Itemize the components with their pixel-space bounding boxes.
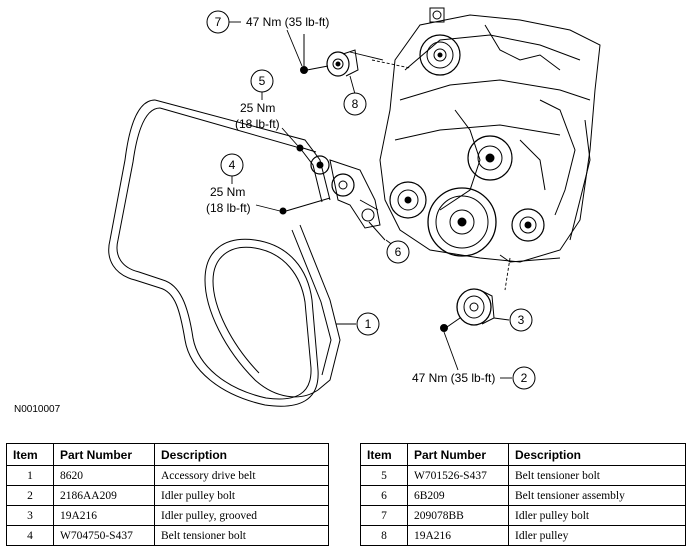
callout-5-torque-lbft: (18 lb-ft) — [235, 117, 280, 131]
engine-pulleys — [389, 135, 545, 257]
row-part-number: 19A216 — [407, 525, 509, 546]
alternator — [419, 34, 461, 76]
idler-pulley-upper — [326, 49, 359, 77]
callout-7-number: 7 — [215, 15, 222, 29]
callout-1-number: 1 — [365, 317, 372, 331]
row-part-number: 8620 — [53, 465, 155, 486]
parts-table-right: Item Part Number Description 5 W701526-S… — [360, 443, 686, 546]
tensioner-bolt-5 — [296, 144, 317, 153]
callout-2-torque: 47 Nm (35 lb-ft) — [412, 371, 495, 385]
idler-pulley-bolt-lower — [440, 317, 461, 332]
parts-table-left: Item Part Number Description 1 8620 Acce… — [6, 443, 329, 546]
callout-6-number: 6 — [395, 245, 402, 259]
row-item: 5 — [360, 465, 408, 486]
row-description: Idler pulley bolt — [508, 505, 686, 526]
row-item: 7 — [360, 505, 408, 526]
callout-4-number: 4 — [229, 158, 236, 172]
callout-8-number: 8 — [352, 97, 359, 111]
callout-3: 3 — [509, 308, 533, 332]
callout-1: 1 — [356, 312, 380, 336]
row-item: 2 — [6, 485, 54, 506]
header-item: Item — [360, 443, 408, 466]
callout-5-number: 5 — [259, 74, 266, 88]
row-description: Belt tensioner bolt — [508, 465, 686, 486]
table-row: 8 19A216 Idler pulley — [360, 525, 686, 546]
row-part-number: 19A216 — [53, 505, 155, 526]
table-row: 1 8620 Accessory drive belt — [6, 465, 329, 486]
callout-2: 2 47 Nm (35 lb-ft) — [412, 366, 536, 390]
header-item: Item — [6, 443, 54, 466]
table-row: 4 W704750-S437 Belt tensioner bolt — [6, 525, 329, 546]
row-description: Accessory drive belt — [154, 465, 329, 486]
callout-4: 4 25 Nm (18 lb-ft) — [206, 153, 251, 215]
table-header-row: Item Part Number Description — [6, 443, 329, 466]
callout-4-torque-nm: 25 Nm — [210, 185, 245, 199]
row-item: 3 — [6, 505, 54, 526]
row-part-number: 6B209 — [407, 485, 509, 506]
row-description: Idler pulley — [508, 525, 686, 546]
table-row: 5 W701526-S437 Belt tensioner bolt — [360, 465, 686, 486]
row-part-number: 209078BB — [407, 505, 509, 526]
callout-8: 8 — [343, 92, 367, 116]
header-description: Description — [508, 443, 686, 466]
row-description: Belt tensioner bolt — [154, 525, 329, 546]
engine-illustration — [379, 7, 601, 263]
header-part-number: Part Number — [407, 443, 509, 466]
row-description: Idler pulley bolt — [154, 485, 329, 506]
callout-4-torque-lbft: (18 lb-ft) — [206, 201, 251, 215]
table-row: 7 209078BB Idler pulley bolt — [360, 505, 686, 526]
idler-pulley-grooved — [456, 288, 495, 326]
accessory-drive-belt — [108, 99, 341, 407]
figure-id: N0010007 — [14, 404, 61, 415]
row-part-number: 2186AA209 — [53, 485, 155, 506]
row-description: Idler pulley, grooved — [154, 505, 329, 526]
row-part-number: W704750-S437 — [53, 525, 155, 546]
callout-5: 5 25 Nm (18 lb-ft) — [235, 69, 280, 131]
row-part-number: W701526-S437 — [407, 465, 509, 486]
header-description: Description — [154, 443, 329, 466]
row-item: 6 — [360, 485, 408, 506]
tensioner-bolt-4 — [279, 197, 331, 215]
row-description: Belt tensioner assembly — [508, 485, 686, 506]
callout-3-number: 3 — [518, 313, 525, 327]
table-row: 6 6B209 Belt tensioner assembly — [360, 485, 686, 506]
callout-6: 6 — [386, 240, 410, 264]
callout-2-number: 2 — [521, 371, 528, 385]
idler-pulley-bolt-upper — [300, 34, 329, 74]
leader-lines — [229, 21, 512, 379]
row-item: 8 — [360, 525, 408, 546]
callout-5-torque-nm: 25 Nm — [240, 101, 275, 115]
callout-7: 7 47 Nm (35 lb-ft) — [206, 10, 329, 34]
row-item: 1 — [6, 465, 54, 486]
table-header-row: Item Part Number Description — [360, 443, 686, 466]
callout-7-torque: 47 Nm (35 lb-ft) — [246, 15, 329, 29]
belt-tensioner-assembly — [310, 155, 386, 241]
row-item: 4 — [6, 525, 54, 546]
table-row: 3 19A216 Idler pulley, grooved — [6, 505, 329, 526]
belt-routing-diagram: 7 47 Nm (35 lb-ft) 8 5 25 Nm (18 lb-ft) … — [108, 7, 601, 407]
header-part-number: Part Number — [53, 443, 155, 466]
table-row: 2 2186AA209 Idler pulley bolt — [6, 485, 329, 506]
